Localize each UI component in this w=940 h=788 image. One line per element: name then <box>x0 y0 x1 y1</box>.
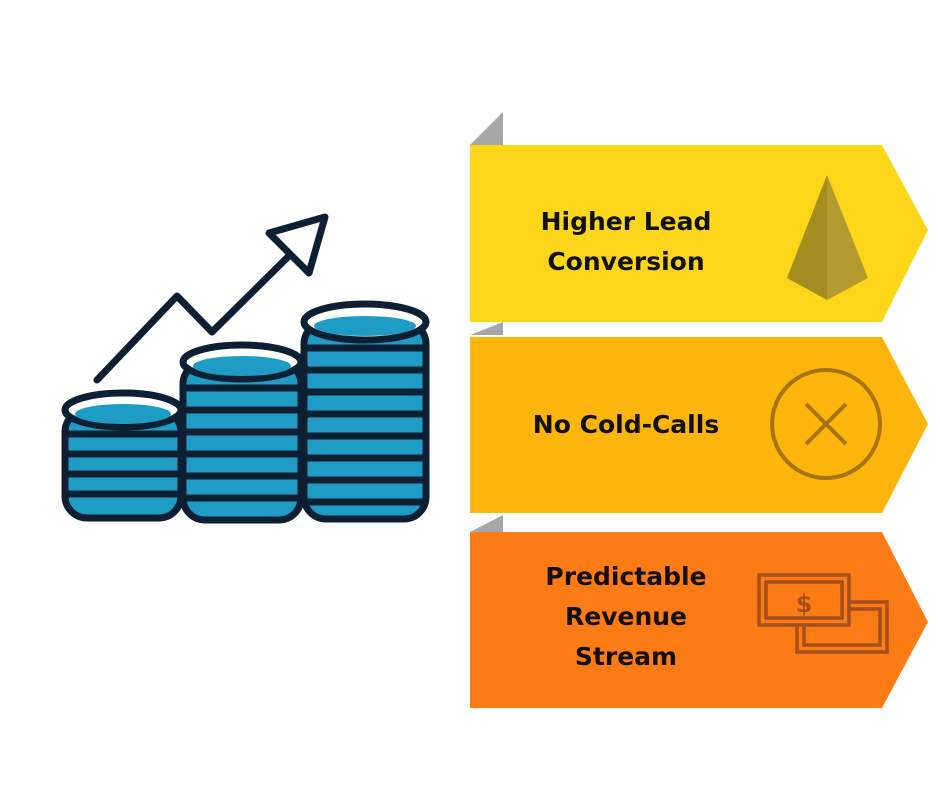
ribbon-fold-2 <box>470 322 503 335</box>
pyramid-icon <box>787 175 868 300</box>
banner-label-line: Stream <box>574 642 678 671</box>
banner-label-line: Conversion <box>547 247 705 276</box>
rising-coin-stacks-icon <box>61 213 430 524</box>
banner-label-line: Revenue <box>564 602 687 631</box>
svg-text:$: $ <box>796 590 813 618</box>
coin-stack-short <box>61 389 185 522</box>
banner-list: $ <box>470 112 928 708</box>
ribbon-fold-3 <box>470 515 503 532</box>
banner-no-cold-calls <box>470 337 928 513</box>
banner-label-line: Predictable <box>545 562 707 591</box>
coin-stack-tall <box>300 300 430 523</box>
banner-label-no-cold-calls: No Cold-Calls <box>515 405 737 445</box>
dollar-bills-icon: $ <box>757 573 889 654</box>
trend-arrow-icon <box>93 213 329 384</box>
banner-label-higher-lead-conversion: Higher Lead Conversion <box>515 202 737 282</box>
banner-label-line: Higher Lead <box>540 207 712 236</box>
ribbon-fold-1 <box>470 112 503 145</box>
banner-label-line: No Cold-Calls <box>532 410 720 439</box>
circle-x-icon <box>770 368 882 480</box>
coin-stack-medium <box>179 341 305 524</box>
banner-label-predictable-revenue-stream: Predictable Revenue Stream <box>515 557 737 677</box>
